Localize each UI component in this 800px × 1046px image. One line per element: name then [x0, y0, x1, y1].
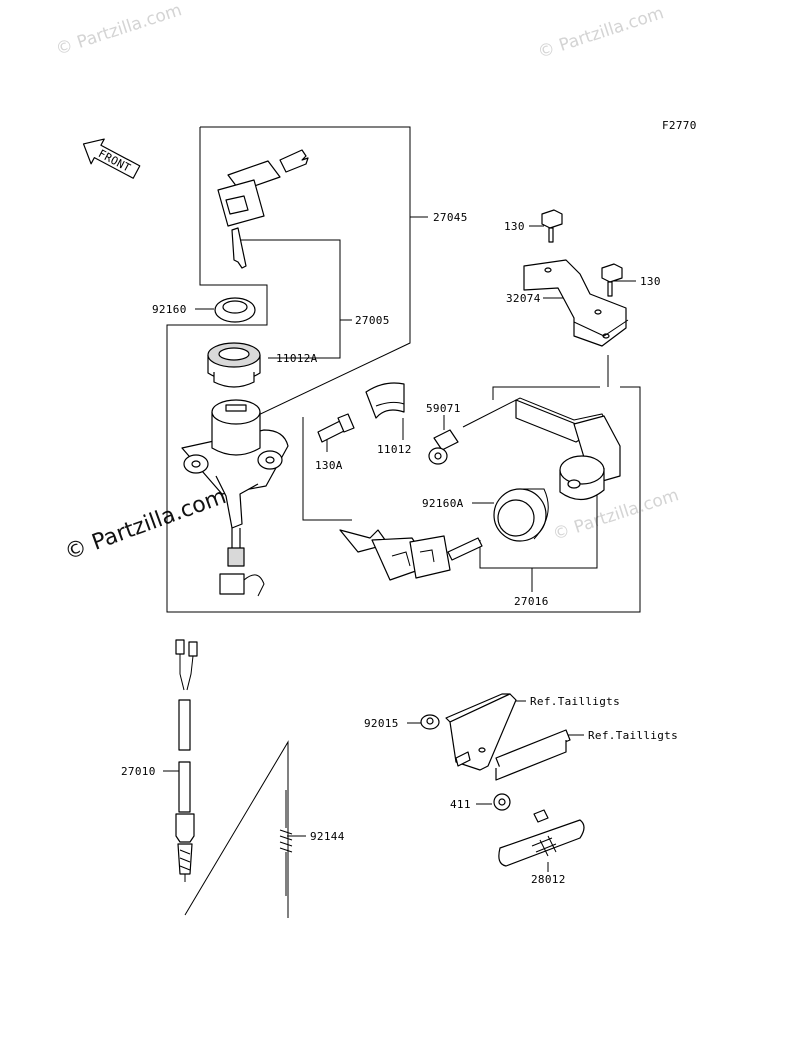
label-27005: 27005: [355, 314, 390, 327]
bracket-32074: [523, 259, 629, 347]
label-130-top: 130: [504, 220, 525, 233]
group-27045-outline: [200, 126, 411, 419]
seat-lock-assembly: [462, 397, 621, 501]
label-32074: 32074: [506, 292, 541, 305]
label-92015: 92015: [364, 717, 399, 730]
watermark-main: © Partzilla.com: [62, 484, 230, 566]
cable-27010: [175, 639, 198, 882]
front-arrow-icon: FRONT: [82, 138, 141, 179]
front-label: FRONT: [96, 147, 133, 175]
label-59071: 59071: [426, 402, 461, 415]
bolt-130-top: [541, 209, 563, 243]
watermark-top-left: © Partzilla.com: [53, 0, 184, 60]
label-130-right: 130: [640, 275, 661, 288]
label-11012A: 11012A: [276, 352, 318, 365]
label-27045: 27045: [433, 211, 468, 224]
label-27010: 27010: [121, 765, 156, 778]
label-28012: 28012: [531, 873, 566, 886]
bolt-130A: [317, 413, 355, 443]
label-92160: 92160: [152, 303, 187, 316]
label-92144: 92144: [310, 830, 345, 843]
label-ref-taillights-2: Ref.Tailligts: [588, 729, 678, 742]
reflector-28012: [498, 809, 585, 867]
part-59071: [428, 429, 459, 465]
label-92160A: 92160A: [422, 497, 464, 510]
seat-lock-keys-icon: [339, 529, 483, 581]
nut-92015: [420, 714, 440, 730]
main-kit-outline: [166, 127, 641, 613]
figure-code: F2770: [662, 119, 697, 132]
label-411: 411: [450, 798, 471, 811]
ignition-switch-27005: [181, 399, 289, 597]
label-ref-taillights-1: Ref.Tailligts: [530, 695, 620, 708]
lock-kit-outline: [302, 417, 352, 521]
cap-11012A: [207, 342, 261, 388]
washer-411: [493, 793, 511, 811]
label-130A: 130A: [315, 459, 343, 472]
ignition-keys-icon: [217, 149, 309, 269]
taillight-bracket: [445, 693, 517, 771]
bolt-130-right: [601, 263, 623, 297]
washer-92160: [214, 297, 256, 323]
label-11012: 11012: [377, 443, 412, 456]
watermark-top-right: © Partzilla.com: [535, 3, 666, 63]
cover-11012: [365, 382, 405, 419]
taillight-lens: [495, 729, 571, 781]
spring-92144: [279, 790, 293, 896]
bracket-outline-left: [492, 386, 600, 400]
label-27016: 27016: [514, 595, 549, 608]
ring-92160A: [493, 488, 549, 542]
